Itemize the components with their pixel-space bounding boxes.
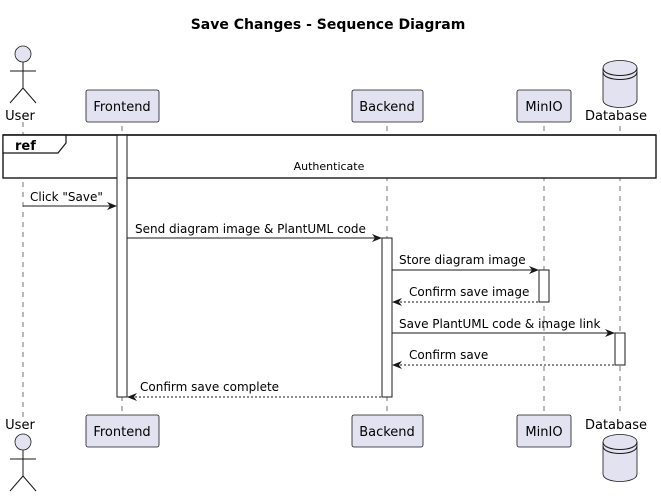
participant-label-user: User: [5, 418, 35, 433]
actor-head-icon: [14, 45, 32, 63]
participant-label-database: Database: [585, 418, 647, 433]
participant-label-database: Database: [585, 109, 647, 124]
ref-frame: ref Authenticate: [2, 134, 657, 179]
database-icon: [602, 60, 638, 108]
participant-frontend-top: Frontend: [85, 89, 160, 123]
message-label: Store diagram image: [399, 253, 526, 267]
participant-label-frontend: Frontend: [93, 100, 150, 115]
participant-label-minio: MinIO: [525, 425, 562, 440]
activation-database: [614, 332, 626, 366]
database-icon: [602, 434, 638, 482]
participant-minio-top: MinIO: [516, 89, 572, 123]
participant-label-frontend: Frontend: [93, 425, 150, 440]
message-6: Confirm save: [392, 348, 614, 369]
participant-label-user: User: [5, 109, 35, 124]
participant-minio-bottom: MinIO: [516, 414, 572, 448]
ref-tag: ref: [15, 139, 36, 154]
message-label: Save PlantUML code & image link: [399, 317, 601, 331]
message-2: Send diagram image & PlantUML code: [127, 222, 382, 242]
participant-label-backend: Backend: [359, 425, 415, 440]
database-bottom: Database: [585, 418, 647, 482]
actor-head-icon: [14, 433, 32, 451]
message-label: Click "Save": [30, 190, 103, 204]
activation-frontend: [116, 134, 128, 398]
participant-frontend-bottom: Frontend: [85, 414, 160, 448]
activation-backend: [381, 237, 393, 398]
ref-label: Authenticate: [294, 160, 365, 173]
message-label: Confirm save image: [409, 285, 529, 299]
database-top: Database: [585, 60, 647, 124]
message-5: Save PlantUML code & image link: [392, 317, 615, 337]
message-label: Confirm save: [409, 348, 488, 362]
actor-user-bottom: User: [5, 418, 37, 492]
diagram-title: Save Changes - Sequence Diagram: [191, 17, 466, 33]
activation-minio: [538, 269, 550, 303]
message-4: Confirm save image: [392, 285, 538, 306]
participant-label-minio: MinIO: [525, 100, 562, 115]
participant-backend-top: Backend: [351, 89, 424, 123]
actor-user-top: User: [5, 45, 37, 124]
participant-label-backend: Backend: [359, 100, 415, 115]
message-7: Confirm save complete: [127, 380, 381, 401]
message-3: Store diagram image: [392, 253, 539, 274]
participant-backend-bottom: Backend: [351, 414, 424, 448]
message-label: Confirm save complete: [140, 380, 279, 394]
message-label: Send diagram image & PlantUML code: [135, 222, 366, 236]
message-1: Click "Save": [23, 190, 117, 210]
